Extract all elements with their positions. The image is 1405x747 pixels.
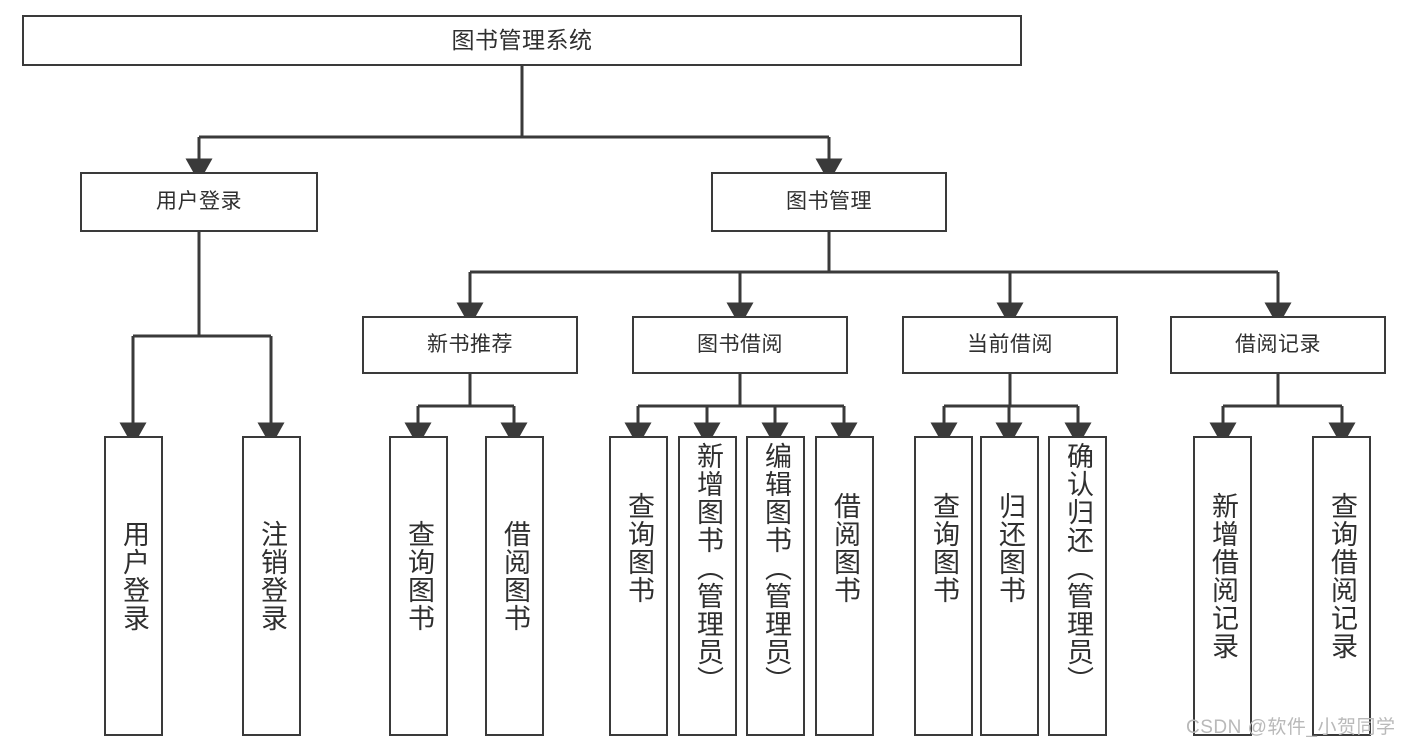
leaf-current-query-book[interactable]: 查询图书 — [914, 436, 973, 736]
node-user-login[interactable]: 用户登录 — [80, 172, 318, 232]
node-label: 图书管理 — [786, 189, 872, 213]
node-label: 查询借阅记录 — [1327, 492, 1357, 660]
node-label: 编辑图书（管理员） — [761, 442, 791, 694]
node-label: 用户登录 — [156, 189, 242, 213]
leaf-current-confirm-return-admin[interactable]: 确认归还（管理员） — [1048, 436, 1107, 736]
node-label: 借阅图书 — [500, 520, 530, 632]
node-root-system[interactable]: 图书管理系统 — [22, 15, 1022, 66]
leaf-borrow-add-book-admin[interactable]: 新增图书（管理员） — [678, 436, 737, 736]
node-label: 借阅图书 — [830, 492, 860, 604]
node-label: 查询图书 — [624, 492, 654, 604]
leaf-borrow-edit-book-admin[interactable]: 编辑图书（管理员） — [746, 436, 805, 736]
node-book-borrow[interactable]: 图书借阅 — [632, 316, 848, 374]
node-label: 当前借阅 — [967, 332, 1053, 356]
watermark-credit: CSDN @软件_小贺同学 — [1186, 717, 1396, 738]
node-label: 用户登录 — [119, 520, 149, 632]
node-label: 新增图书（管理员） — [693, 442, 723, 694]
node-label: 注销登录 — [257, 520, 287, 632]
node-label: 查询图书 — [404, 520, 434, 632]
node-label: 新书推荐 — [427, 332, 513, 356]
node-label: 新增借阅记录 — [1208, 492, 1238, 660]
leaf-borrow-borrow-book[interactable]: 借阅图书 — [815, 436, 874, 736]
leaf-recommend-query-book[interactable]: 查询图书 — [389, 436, 448, 736]
node-label: 图书管理系统 — [451, 27, 593, 54]
leaf-current-return-book[interactable]: 归还图书 — [980, 436, 1039, 736]
leaf-user-login-signout[interactable]: 注销登录 — [242, 436, 301, 736]
node-label: 借阅记录 — [1235, 332, 1321, 356]
node-current-borrow[interactable]: 当前借阅 — [902, 316, 1118, 374]
node-label: 图书借阅 — [697, 332, 783, 356]
node-label: 确认归还（管理员） — [1063, 442, 1093, 694]
node-label: 查询图书 — [929, 492, 959, 604]
node-new-book-recommend[interactable]: 新书推荐 — [362, 316, 578, 374]
leaf-record-add-record[interactable]: 新增借阅记录 — [1193, 436, 1252, 736]
leaf-user-login-signin[interactable]: 用户登录 — [104, 436, 163, 736]
leaf-record-query-record[interactable]: 查询借阅记录 — [1312, 436, 1371, 736]
node-label: 归还图书 — [995, 492, 1025, 604]
node-book-management[interactable]: 图书管理 — [711, 172, 947, 232]
leaf-recommend-borrow-book[interactable]: 借阅图书 — [485, 436, 544, 736]
leaf-borrow-query-book[interactable]: 查询图书 — [609, 436, 668, 736]
node-borrow-record[interactable]: 借阅记录 — [1170, 316, 1386, 374]
